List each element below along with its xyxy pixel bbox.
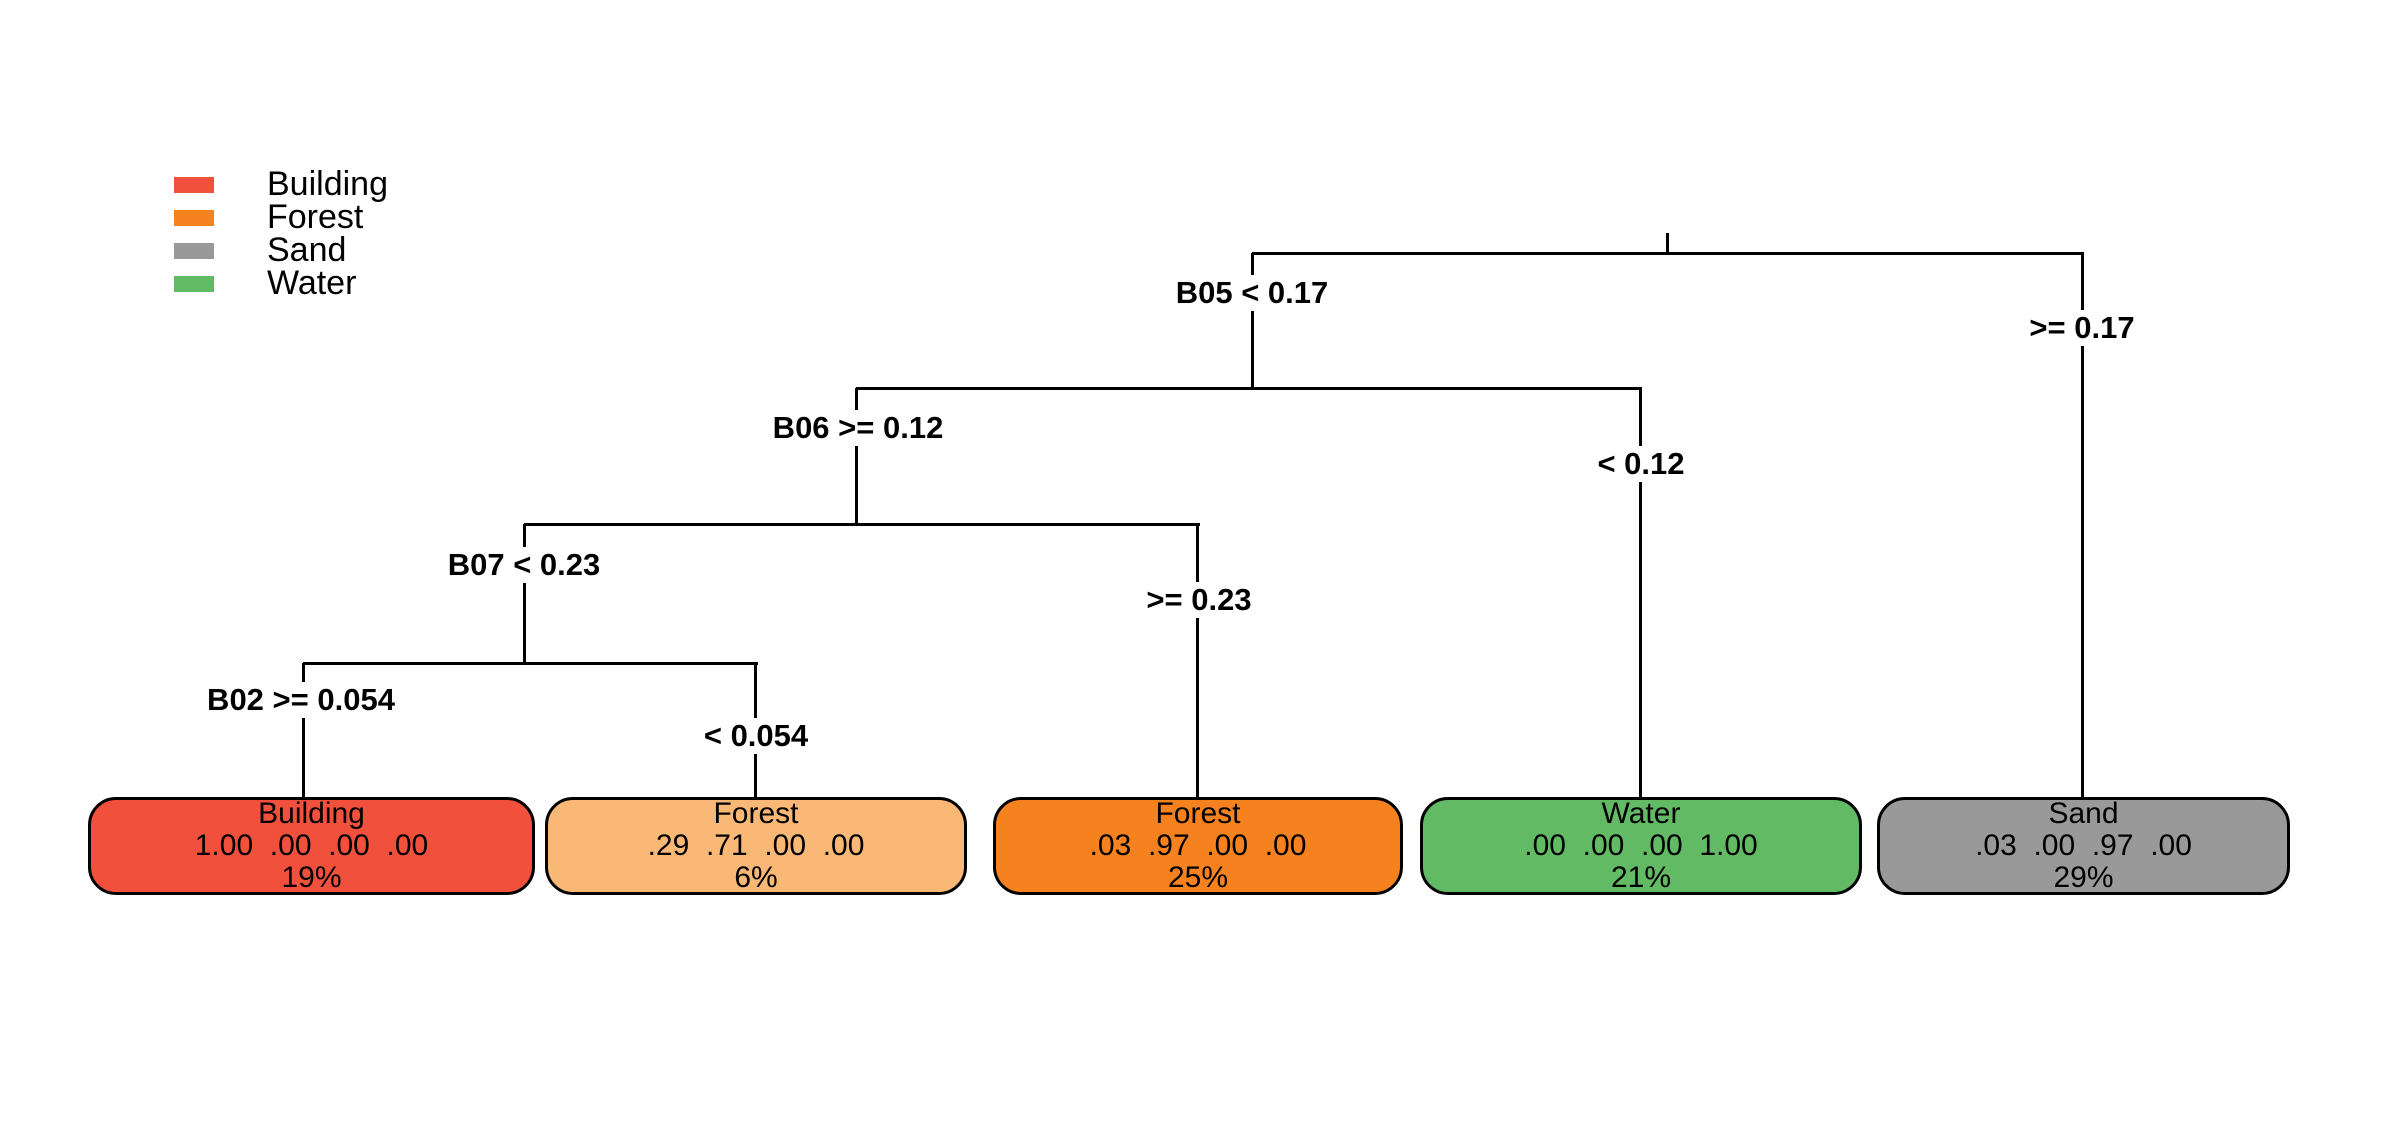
leaf-percentage: 21% xyxy=(1610,861,1672,894)
branch-v-b02-left xyxy=(302,663,305,797)
leaf-probabilities: .03 .00 .97 .00 xyxy=(1975,829,2192,862)
leaf-class-label: Forest xyxy=(713,797,799,830)
leaf-class-label: Forest xyxy=(1155,797,1241,830)
leaf-probabilities: 1.00 .00 .00 .00 xyxy=(194,829,429,862)
split-label-b07-right: >= 0.23 xyxy=(1136,582,1262,618)
split-label-b02-right: < 0.054 xyxy=(693,718,819,754)
legend-item-building: Building xyxy=(174,165,388,203)
leaf-node-water: Water .00 .00 .00 1.00 21% xyxy=(1420,797,1862,895)
legend-swatch-building xyxy=(174,176,214,193)
legend: Building Forest Sand Water xyxy=(174,165,388,302)
legend-label-forest: Forest xyxy=(267,198,364,236)
split-label-b05-right: >= 0.17 xyxy=(2019,310,2145,346)
legend-swatch-sand xyxy=(174,242,214,259)
leaf-percentage: 6% xyxy=(734,861,778,894)
leaf-probabilities: .03 .97 .00 .00 xyxy=(1089,829,1307,862)
leaf-class-label: Water xyxy=(1601,797,1681,830)
leaf-node-building: Building 1.00 .00 .00 .00 19% xyxy=(88,797,535,895)
leaf-node-sand: Sand .03 .00 .97 .00 29% xyxy=(1877,797,2290,895)
split-label-b07: B07 < 0.23 xyxy=(437,547,611,583)
b06-branch-bar xyxy=(856,387,1642,390)
leaf-node-forest: Forest .03 .97 .00 .00 25% xyxy=(993,797,1403,895)
legend-label-building: Building xyxy=(267,165,388,203)
leaf-percentage: 19% xyxy=(281,861,342,894)
split-label-b02: B02 >= 0.054 xyxy=(197,682,405,718)
b07-branch-bar xyxy=(524,523,1200,526)
leaf-probabilities: .00 .00 .00 1.00 xyxy=(1524,829,1758,862)
legend-item-sand: Sand xyxy=(174,231,388,269)
leaf-percentage: 29% xyxy=(2053,861,2114,894)
leaf-class-label: Sand xyxy=(2048,797,2119,830)
root-branch-bar xyxy=(1252,252,2084,255)
branch-v-b07-right xyxy=(1196,524,1199,797)
leaf-probabilities: .29 .71 .00 .00 xyxy=(647,829,865,862)
legend-item-water: Water xyxy=(174,264,388,302)
branch-v-b05-right xyxy=(2081,253,2084,797)
split-label-b06: B06 >= 0.12 xyxy=(762,410,954,446)
split-label-b06-right: < 0.12 xyxy=(1587,446,1695,482)
legend-item-forest: Forest xyxy=(174,198,388,236)
b02-branch-bar xyxy=(303,662,758,665)
branch-v-b07-left xyxy=(523,524,526,663)
legend-swatch-forest xyxy=(174,209,214,226)
branch-v-b06-left xyxy=(855,388,858,524)
branch-v-b05-left xyxy=(1251,253,1254,388)
branch-v-b06-right xyxy=(1639,388,1642,797)
legend-label-water: Water xyxy=(267,264,357,302)
leaf-class-label: Building xyxy=(258,797,365,830)
leaf-node-forest-light: Forest .29 .71 .00 .00 6% xyxy=(545,797,967,895)
root-stub-line xyxy=(1666,233,1669,253)
legend-swatch-water xyxy=(174,275,214,292)
leaf-percentage: 25% xyxy=(1167,861,1229,894)
legend-label-sand: Sand xyxy=(267,231,347,269)
split-label-b05: B05 < 0.17 xyxy=(1165,275,1339,311)
